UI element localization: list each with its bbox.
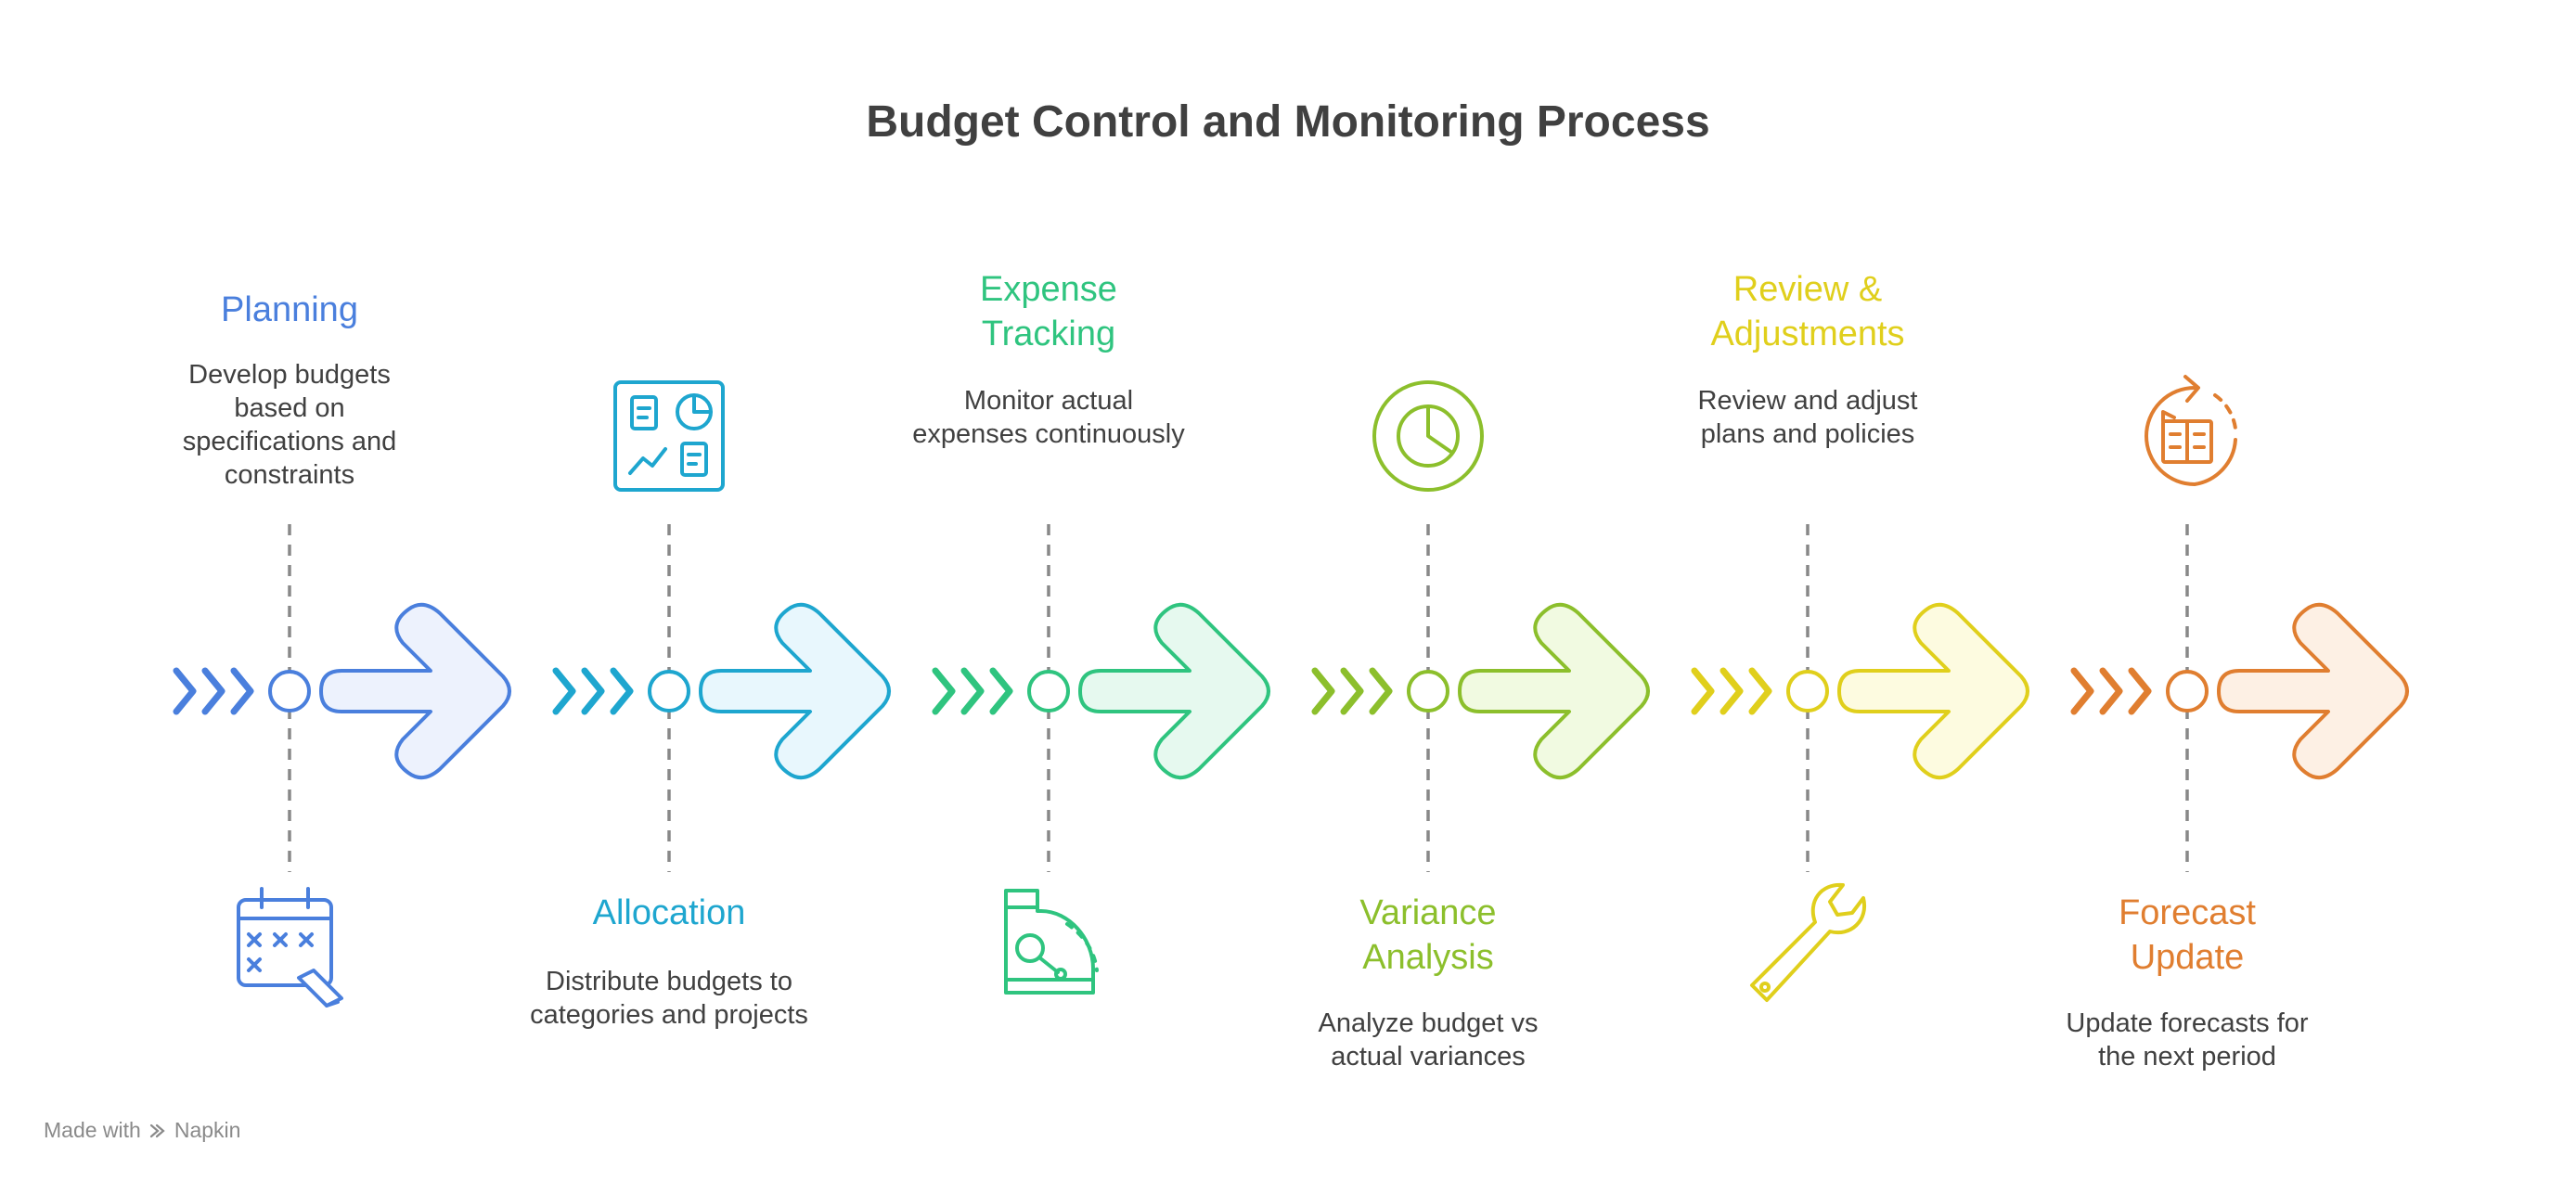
step-title: Analysis bbox=[1362, 938, 1494, 977]
chevron-icon bbox=[2128, 667, 2152, 715]
chevron-icon bbox=[552, 667, 576, 715]
chevron-icon bbox=[989, 667, 1013, 715]
step-arrow bbox=[1078, 602, 1270, 780]
chevron-icon bbox=[1748, 667, 1772, 715]
chevron-icon bbox=[1691, 667, 1715, 715]
step-node bbox=[268, 670, 311, 712]
page-title: Budget Control and Monitoring Process bbox=[866, 97, 1710, 147]
step-description: Analyze budget vs actual variances bbox=[1318, 1008, 1539, 1072]
refresh-building-icon bbox=[2145, 375, 2237, 486]
dashboard-icon bbox=[613, 380, 725, 492]
chevron-icon bbox=[230, 667, 254, 715]
chevron-icon bbox=[1340, 667, 1364, 715]
wrench-icon bbox=[1750, 882, 1867, 1002]
chevron-icon bbox=[610, 667, 634, 715]
step-arrow bbox=[2217, 602, 2409, 780]
step-description: Monitor actual expenses continuously bbox=[912, 386, 1185, 449]
chevron-icon bbox=[960, 667, 985, 715]
chevron-icon bbox=[581, 667, 605, 715]
chevron-icon bbox=[1719, 667, 1744, 715]
step-arrow bbox=[1837, 602, 2029, 780]
meter-icon bbox=[1004, 889, 1099, 995]
step-description: Review and adjust plans and policies bbox=[1697, 386, 1918, 449]
chevron-icon bbox=[2070, 667, 2094, 715]
chevron-icon bbox=[201, 667, 225, 715]
step-arrow bbox=[1458, 602, 1650, 780]
napkin-logo-icon bbox=[149, 1123, 165, 1137]
step-description: Develop budgets based on specifications … bbox=[182, 360, 397, 490]
step-title: Expense bbox=[980, 270, 1117, 309]
chevron-icon bbox=[173, 667, 197, 715]
step-title: Adjustments bbox=[1710, 315, 1905, 353]
step-title: Update bbox=[2130, 938, 2245, 977]
step-description: Update forecasts for the next period bbox=[2066, 1008, 2309, 1072]
chevron-icon bbox=[932, 667, 956, 715]
chevron-icon bbox=[1369, 667, 1393, 715]
step-title: Variance bbox=[1359, 893, 1497, 932]
step-node bbox=[1027, 670, 1070, 712]
step-description: Distribute budgets to categories and pro… bbox=[530, 967, 808, 1030]
step-node bbox=[1786, 670, 1829, 712]
napkin-brand: Napkin bbox=[174, 1118, 241, 1142]
step-title: Forecast bbox=[2119, 893, 2256, 932]
step-title: Planning bbox=[221, 290, 358, 329]
footer: Made with Napkin bbox=[44, 1118, 240, 1143]
step-node bbox=[1407, 670, 1449, 712]
chevron-icon bbox=[2099, 667, 2123, 715]
step-arrow bbox=[699, 602, 891, 780]
step-node bbox=[2166, 670, 2209, 712]
made-with-label: Made with bbox=[44, 1118, 141, 1142]
step-title: Tracking bbox=[981, 315, 1116, 353]
step-node bbox=[648, 670, 690, 712]
pie-chart-icon bbox=[1372, 380, 1484, 492]
calendar-edit-icon bbox=[237, 887, 343, 1008]
step-title: Allocation bbox=[592, 893, 746, 932]
step-arrow bbox=[319, 602, 511, 780]
step-title: Review & bbox=[1732, 270, 1883, 309]
chevron-icon bbox=[1311, 667, 1335, 715]
